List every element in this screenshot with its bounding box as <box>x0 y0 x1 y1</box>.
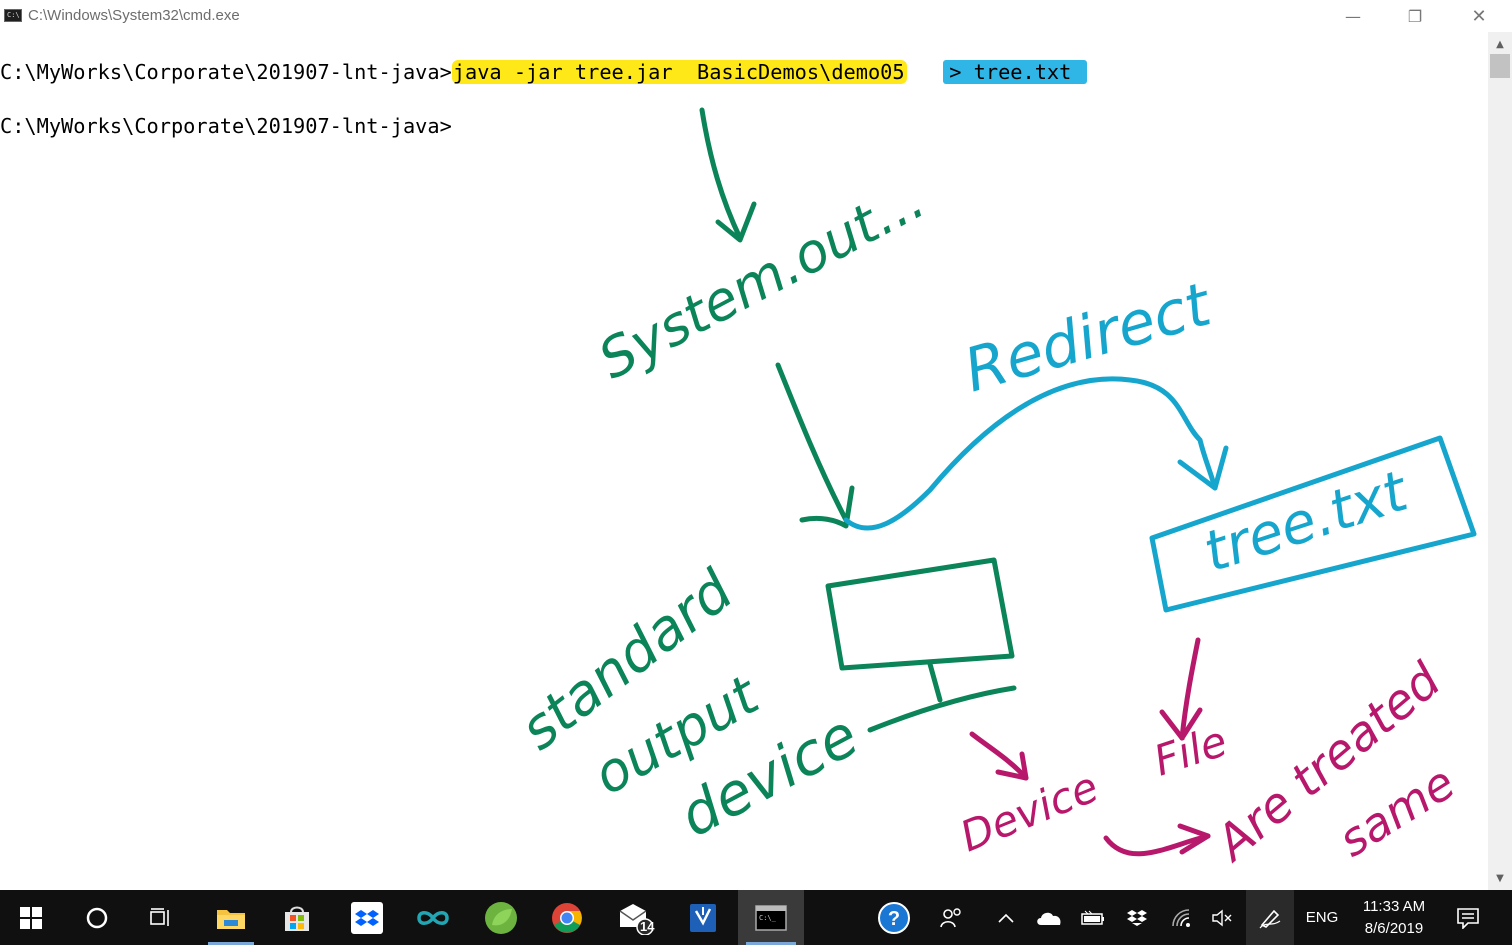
scroll-down-arrow-icon[interactable]: ▼ <box>1496 872 1504 884</box>
cmd-app-icon[interactable]: C:\ <box>4 9 22 22</box>
window-title: C:\Windows\System32\cmd.exe <box>28 7 240 24</box>
close-button[interactable]: ✕ <box>1471 5 1487 27</box>
vertical-scrollbar[interactable]: ▲ ▼ <box>1488 32 1512 890</box>
source-control-button[interactable] <box>672 890 734 945</box>
pen-ink-icon <box>1259 909 1281 928</box>
show-hidden-icons-button[interactable] <box>990 890 1022 945</box>
console-prompt: C:\MyWorks\Corporate\201907-lnt-java> <box>0 60 452 84</box>
file-explorer-button[interactable] <box>200 890 262 945</box>
volume-muted-icon <box>1212 909 1232 926</box>
dropbox-tray-icon <box>1127 909 1147 926</box>
cloud-icon <box>1037 912 1061 925</box>
cortana-button[interactable] <box>66 890 128 945</box>
svg-text:C:\_: C:\_ <box>759 914 777 922</box>
cortana-circle-icon <box>86 907 108 928</box>
mail-icon <box>619 903 653 935</box>
action-center-button[interactable] <box>1444 890 1492 945</box>
cmd-icon: C:\_ <box>755 904 787 931</box>
chrome-button[interactable] <box>536 890 598 945</box>
scroll-up-arrow-icon[interactable]: ▲ <box>1496 38 1504 50</box>
console-line-1: C:\MyWorks\Corporate\201907-lnt-java>jav… <box>0 57 1088 87</box>
wifi-icon <box>1172 908 1190 927</box>
infinity-icon <box>417 910 449 925</box>
volume-button[interactable] <box>1204 890 1240 945</box>
clock-time: 11:33 AM <box>1362 898 1426 915</box>
svg-text:?: ? <box>888 908 900 930</box>
battery-icon <box>1081 910 1104 925</box>
chrome-icon <box>552 902 582 933</box>
restore-button[interactable]: ❐ <box>1407 6 1423 26</box>
dropbox-button[interactable] <box>336 890 398 945</box>
notification-icon <box>1457 907 1479 929</box>
visual-studio-icon <box>690 903 716 932</box>
mail-button[interactable]: 14 <box>604 890 666 945</box>
highlighted-redirect: > tree.txt <box>943 60 1088 84</box>
store-bag-icon <box>285 906 309 931</box>
store-button[interactable] <box>266 890 328 945</box>
minimize-button[interactable]: — <box>1345 6 1361 26</box>
active-indicator <box>746 942 796 945</box>
console-area[interactable]: C:\MyWorks\Corporate\201907-lnt-java>jav… <box>0 40 1488 890</box>
cmd-taskbar-button[interactable]: C:\_ <box>738 890 804 945</box>
console-gap <box>907 60 944 84</box>
windows-ink-button[interactable] <box>1246 890 1294 945</box>
spring-tools-button[interactable] <box>470 890 532 945</box>
people-button[interactable] <box>930 890 974 945</box>
help-icon: ? <box>878 901 910 934</box>
active-indicator <box>208 942 254 945</box>
mail-badge: 14 <box>640 919 655 934</box>
chevron-up-icon <box>998 913 1014 923</box>
arduino-button[interactable] <box>402 890 464 945</box>
console-prompt: C:\MyWorks\Corporate\201907-lnt-java> <box>0 114 452 138</box>
help-button[interactable]: ? <box>866 890 922 945</box>
clock[interactable]: 11:33 AM 8/6/2019 <box>1346 890 1442 945</box>
title-bar: C:\ C:\Windows\System32\cmd.exe — ❐ ✕ <box>0 0 1512 32</box>
battery-button[interactable] <box>1074 890 1112 945</box>
console-line-2: C:\MyWorks\Corporate\201907-lnt-java> <box>0 111 452 141</box>
scrollbar-thumb[interactable] <box>1490 54 1510 78</box>
windows-logo-icon <box>20 906 42 929</box>
start-button[interactable] <box>0 890 62 945</box>
network-button[interactable] <box>1162 890 1200 945</box>
task-view-button[interactable] <box>130 890 192 945</box>
folder-icon <box>217 909 245 929</box>
spring-leaf-icon <box>485 901 517 934</box>
taskbar: 14 C:\_ ? ENG 11:33 AM 8/6/2019 <box>0 890 1512 945</box>
task-view-icon <box>150 907 169 926</box>
onedrive-button[interactable] <box>1030 890 1068 945</box>
clock-date: 8/6/2019 <box>1364 920 1424 937</box>
language-indicator[interactable]: ENG <box>1298 890 1346 945</box>
language-label: ENG <box>1305 909 1339 926</box>
dropbox-tray-button[interactable] <box>1118 890 1156 945</box>
people-icon <box>940 907 961 927</box>
dropbox-icon <box>351 901 383 934</box>
highlighted-command: java -jar tree.jar BasicDemos\demo05 <box>451 60 907 84</box>
